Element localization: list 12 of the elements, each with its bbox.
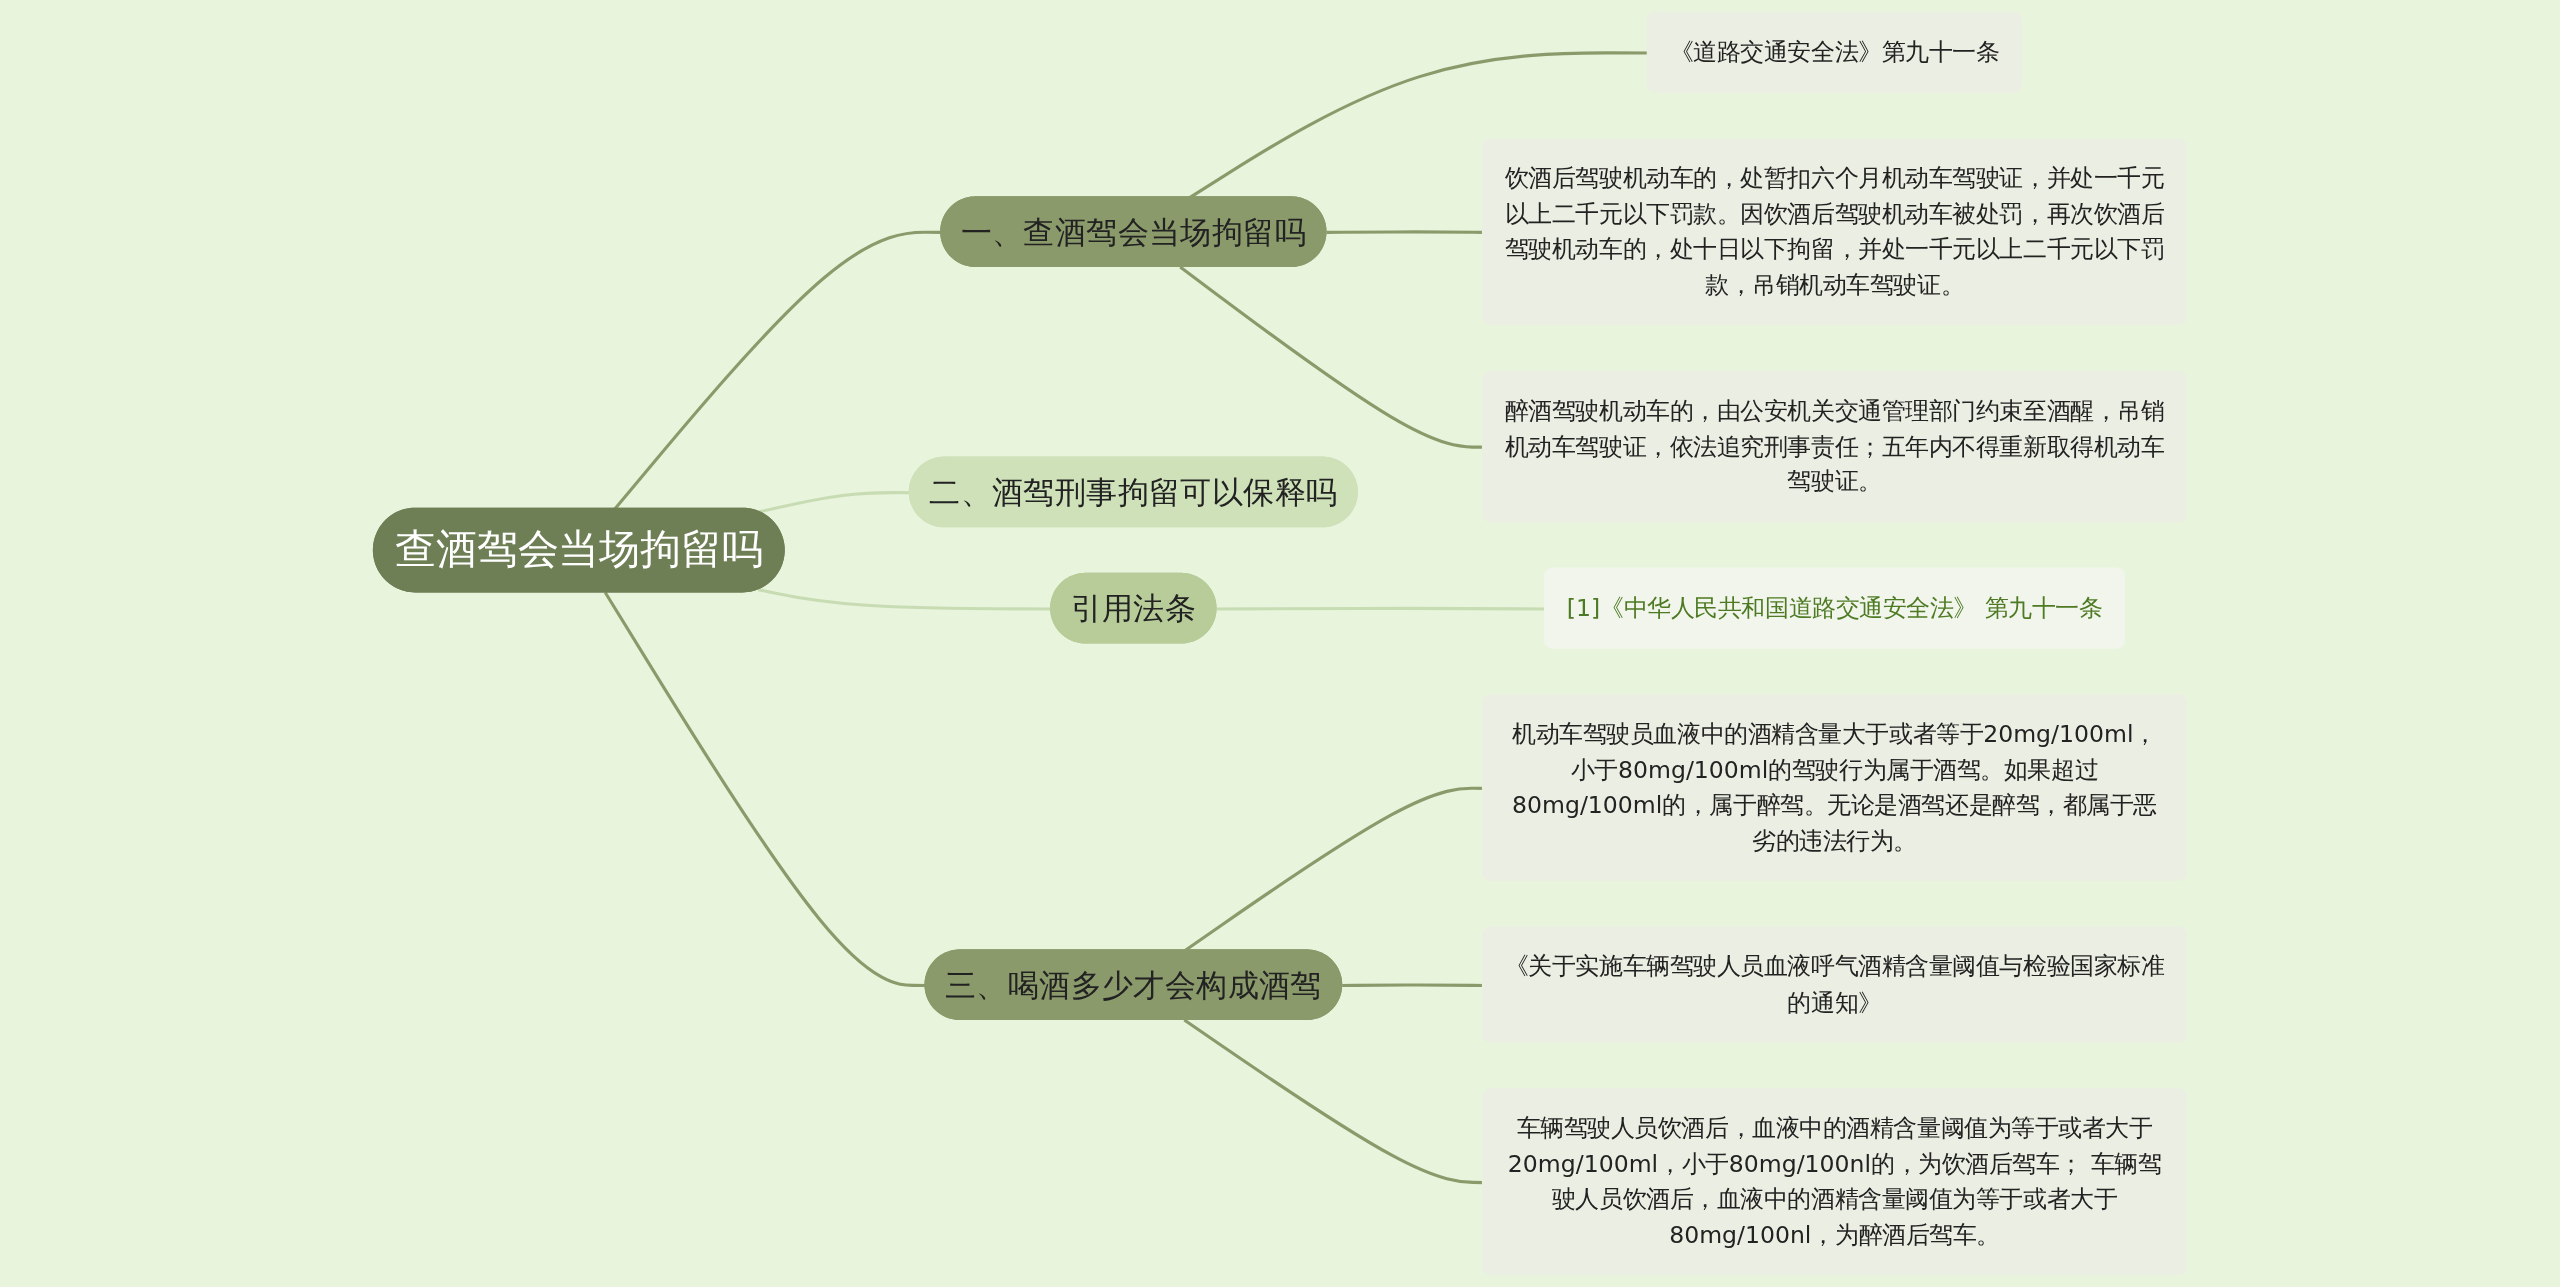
topic-node: 饮酒后驾驶机动车的，处暂扣六个月机动车驾驶证，并处一千元以上二千元以下罚款。因饮酒后驾驶机动车被处罚，再次饮酒后驾驶机动车的，处十日以下拘留，并处一千元以上二千元以下罚款，吊销机动车驾驶证。 bbox=[1481, 138, 2188, 326]
topic-node: 车辆驾驶人员饮酒后，血液中的酒精含量阈值为等于或者大于20mg/100ml，小于80mg/100nl的，为饮酒后驾车； 车辆驾驶人员饮酒后，血液中的酒精含量阈值为等于或者大于80mg/100nl，为醉酒后驾车。 bbox=[1481, 1088, 2188, 1276]
topic-node: 引用法条 bbox=[1050, 572, 1217, 644]
topic-node: 机动车驾驶员血液中的酒精含量大于或者等于20mg/100ml，小于80mg/100ml的驾驶行为属于酒驾。如果超过80mg/100ml的，属于醉驾。无论是酒驾还是醉驾，都属于恶劣的违法行为。 bbox=[1481, 694, 2188, 882]
topic-node: [1]《中华人民共和国道路交通安全法》 第九十一条 bbox=[1544, 567, 2126, 649]
topic-node: 《关于实施车辆驾驶人员血液呼气酒精含量阈值与检验国家标准的通知》 bbox=[1481, 926, 2188, 1043]
topic-node: 三、喝酒多少才会构成酒驾 bbox=[924, 949, 1343, 1020]
topic-node: 二、酒驾刑事拘留可以保释吗 bbox=[908, 456, 1358, 528]
topic-node: 醉酒驾驶机动车的，由公安机关交通管理部门约束至酒醒，吊销机动车驾驶证，依法追究刑事责任；五年内不得重新取得机动车驾驶证。 bbox=[1481, 370, 2188, 523]
topic-node: 查酒驾会当场拘留吗 bbox=[372, 507, 785, 593]
topic-node: 《道路交通安全法》第九十一条 bbox=[1646, 11, 2023, 93]
topic-node: 一、查酒驾会当场拘留吗 bbox=[940, 196, 1327, 267]
